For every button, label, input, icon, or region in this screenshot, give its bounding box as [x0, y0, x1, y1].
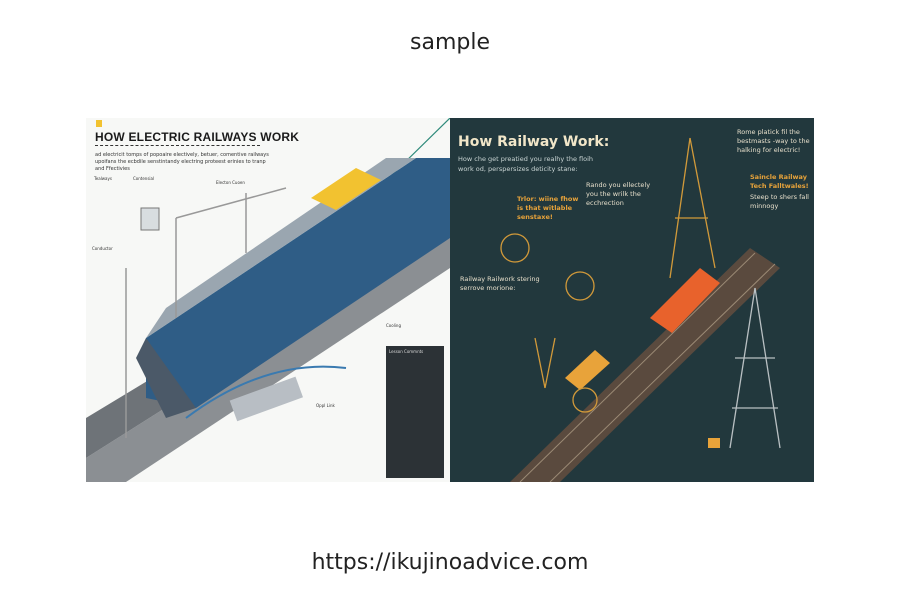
callout: Oppl Link	[316, 403, 335, 408]
callout: Electon Cuoen	[216, 180, 245, 185]
note: Trlor: wiine fhow is that witlable senst…	[517, 195, 579, 221]
left-subtitle: ad electricit tomps of popoaire elective…	[95, 152, 269, 172]
source-url: https://ikujinoadvice.com	[311, 550, 589, 575]
lesson-comments-box: Lesson Commnts	[386, 346, 444, 478]
note: Railway Railwork stering serrove morione…	[460, 275, 540, 292]
left-heading: HOW ELECTRIC RAILWAYS WORK	[95, 130, 300, 144]
note: Rome platick fil the bestmasts -way to t…	[737, 128, 810, 154]
callout: Conductor	[92, 246, 113, 251]
callout: Contensial	[133, 176, 155, 181]
electric-railways-infographic: HOW ELECTRIC RAILWAYS WORK ad electricit…	[86, 118, 450, 482]
heading-divider	[95, 145, 260, 146]
note: Saincle Railway Tech Falltwales!	[750, 173, 809, 190]
right-heading: How Railway Work:	[458, 134, 610, 150]
note: Rando you ellectely you the wrilk the ec…	[586, 181, 651, 207]
railway-work-infographic: How Railway Work: How che get preatied y…	[450, 118, 814, 482]
railway-illustration	[500, 137, 781, 482]
callout: Tealways	[94, 176, 112, 181]
callout: Cooling	[386, 323, 401, 328]
logo-badge	[96, 120, 102, 127]
lesson-comments-title: Lesson Commnts	[389, 349, 424, 354]
note: Steep to shers fall minnogy	[750, 193, 809, 210]
train-illustration	[86, 118, 450, 482]
right-subtitle: How che get preatied you realhy the floi…	[458, 155, 594, 173]
page-title: sample	[410, 30, 490, 55]
